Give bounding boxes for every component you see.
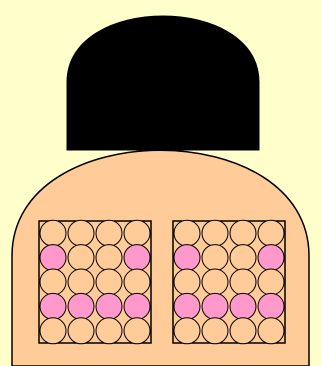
right-panel-circle-plain [230, 318, 256, 344]
right-panel-circle-highlighted [202, 293, 228, 319]
head-silhouette [67, 16, 259, 150]
left-panel-circle-plain [96, 220, 122, 246]
right-panel-circle-highlighted [230, 293, 256, 319]
left-panel-circle-plain [40, 220, 66, 246]
left-panel-circle-highlighted [124, 293, 150, 319]
left-panel-circle-plain [124, 318, 150, 344]
left-panel-circle-plain [68, 269, 94, 295]
left-panel-circle-plain [68, 318, 94, 344]
right-panel-circle-highlighted [174, 245, 200, 271]
right-panel-circle-plain [202, 269, 228, 295]
right-panel-circle-plain [258, 318, 284, 344]
right-panel-circle-highlighted [174, 293, 200, 319]
right-panel-circle-plain [230, 245, 256, 271]
right-panel-circle-plain [230, 220, 256, 246]
left-panel [39, 220, 151, 344]
left-panel-circle-plain [96, 245, 122, 271]
left-panel-circle-highlighted [124, 245, 150, 271]
left-panel-circle-plain [124, 220, 150, 246]
right-panel-circle-plain [174, 220, 200, 246]
left-panel-circle-highlighted [40, 245, 66, 271]
right-panel-circle-plain [258, 269, 284, 295]
right-panel-circle-plain [202, 318, 228, 344]
left-panel-circle-plain [40, 269, 66, 295]
right-panel-circle-plain [202, 245, 228, 271]
right-panel-circle-plain [258, 220, 284, 246]
right-panel-circle-highlighted [258, 245, 284, 271]
left-panel-circle-plain [40, 318, 66, 344]
left-panel-circle-highlighted [68, 293, 94, 319]
right-panel-circle-plain [174, 318, 200, 344]
right-panel-circle-plain [202, 220, 228, 246]
left-panel-circle-plain [68, 220, 94, 246]
right-panel [173, 220, 285, 344]
right-panel-circle-plain [230, 269, 256, 295]
right-panel-circle-highlighted [258, 293, 284, 319]
left-panel-circle-plain [124, 269, 150, 295]
left-panel-circle-plain [68, 245, 94, 271]
right-panel-circle-plain [174, 269, 200, 295]
left-panel-circle-highlighted [96, 293, 122, 319]
left-panel-circle-plain [96, 269, 122, 295]
left-panel-circle-plain [96, 318, 122, 344]
left-panel-circle-highlighted [40, 293, 66, 319]
